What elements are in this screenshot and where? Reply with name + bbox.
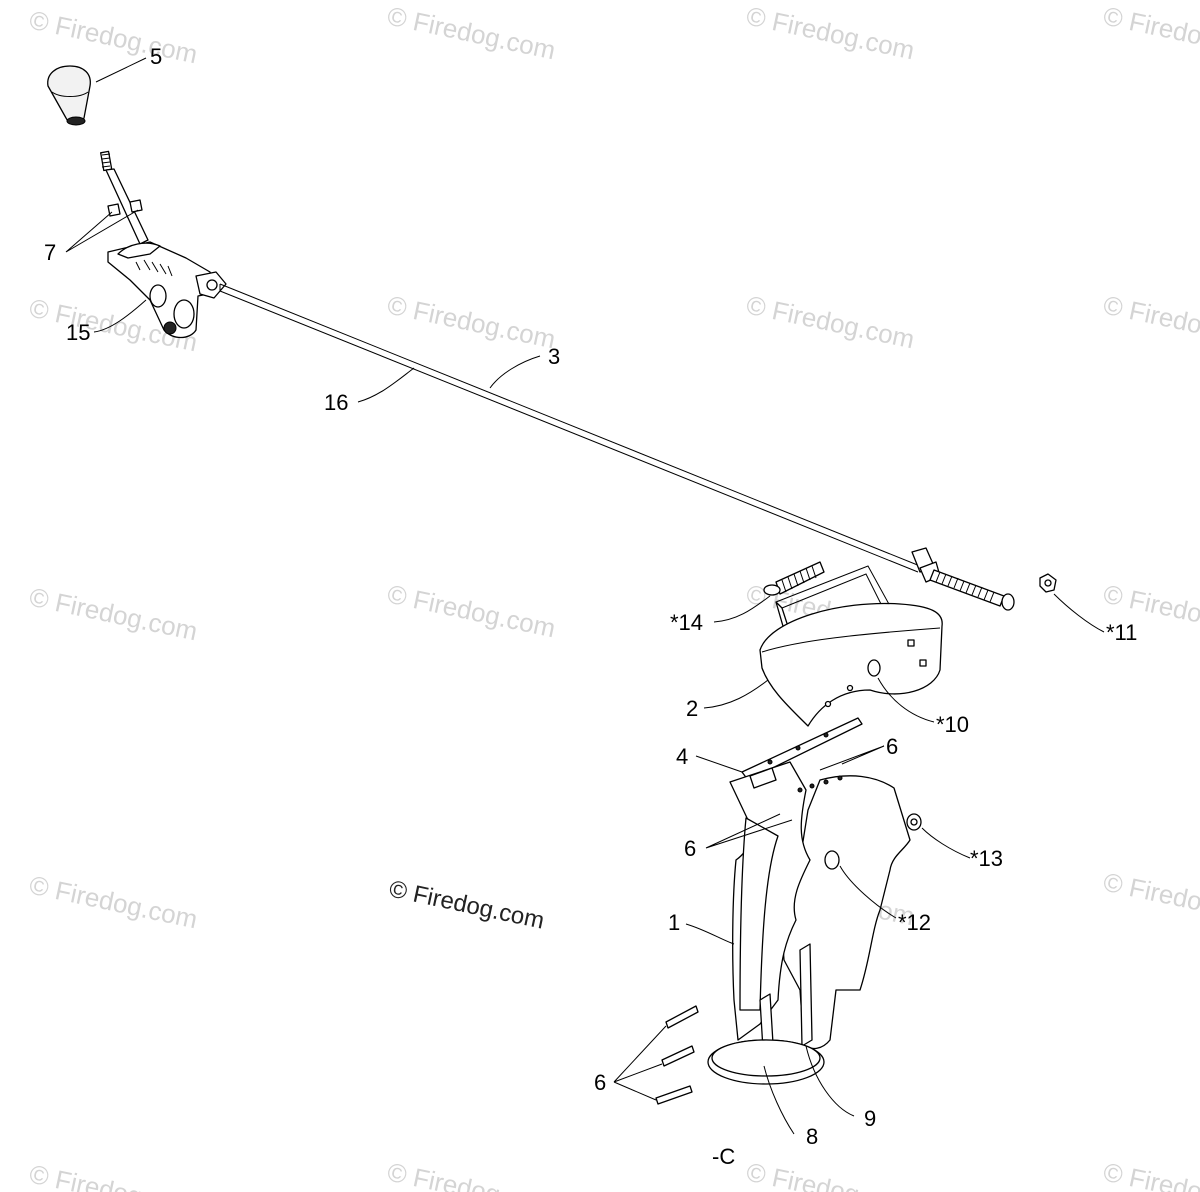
callout-10: *10 (936, 712, 969, 737)
shift-bracket-part (107, 241, 227, 339)
nut-part-13 (906, 813, 922, 831)
callout-6-top: 6 (886, 734, 898, 759)
callout-4: 4 (676, 744, 688, 769)
watermark: © Firedog.com (1101, 290, 1200, 355)
watermark: © Firedog.com (27, 582, 200, 647)
callout-15: 15 (66, 320, 90, 345)
watermark-main: © Firedog.com (387, 875, 547, 934)
deflector-part (759, 565, 943, 727)
callout-3: 3 (548, 344, 560, 369)
watermark: © Firedog.com (744, 1157, 917, 1192)
callout-13: *13 (970, 846, 1003, 871)
shift-lever-part (100, 150, 149, 245)
rivets-part-6 (655, 1005, 699, 1105)
callout-12: *12 (898, 910, 931, 935)
chute-part-1 (707, 761, 911, 1085)
spring-part-14 (763, 561, 825, 596)
callout-7: 7 (44, 240, 56, 265)
callout-11: *11 (1106, 620, 1137, 645)
callout-8: 8 (806, 1124, 818, 1149)
watermark: © Firedog.com (744, 290, 917, 355)
cable-part (219, 283, 921, 573)
watermark: © Firedog.com (744, 1, 917, 66)
nut-part-11 (1039, 573, 1057, 593)
watermark: © Firedog.com (385, 579, 558, 644)
strip-part-4 (741, 717, 863, 781)
leader-lines (65, 57, 1105, 1135)
watermark: © Firedog.com (1101, 1, 1200, 66)
callout-6-bottom: 6 (594, 1070, 606, 1095)
cable-end-part (911, 547, 1015, 611)
callout-1: 1 (668, 910, 680, 935)
callout-16: 16 (324, 390, 348, 415)
callout-6-mid: 6 (684, 836, 696, 861)
watermark: © Firedog.com (27, 870, 200, 935)
callout-2: 2 (686, 696, 698, 721)
watermark: © Firedog.com (1101, 867, 1200, 932)
watermark: © Firedog.com (385, 1157, 558, 1192)
watermark-grid: © Firedog.com © Firedog.com © Firedog.co… (27, 1, 1200, 1192)
callout-c: -C (712, 1144, 735, 1169)
watermark: © Firedog.com (1101, 1157, 1200, 1192)
watermark: © Firedog.com (385, 290, 558, 355)
watermark: © Firedog.com (27, 1159, 200, 1192)
callout-14: *14 (670, 610, 703, 635)
watermark: © Firedog.com (27, 5, 200, 70)
callout-labels: 5 7 15 16 3 *14 *11 2 *10 4 6 6 *13 *12 … (44, 44, 1137, 1169)
watermark: © Firedog.com (385, 1, 558, 66)
callout-9: 9 (864, 1106, 876, 1131)
knob-part (47, 65, 91, 126)
callout-5: 5 (150, 44, 162, 69)
